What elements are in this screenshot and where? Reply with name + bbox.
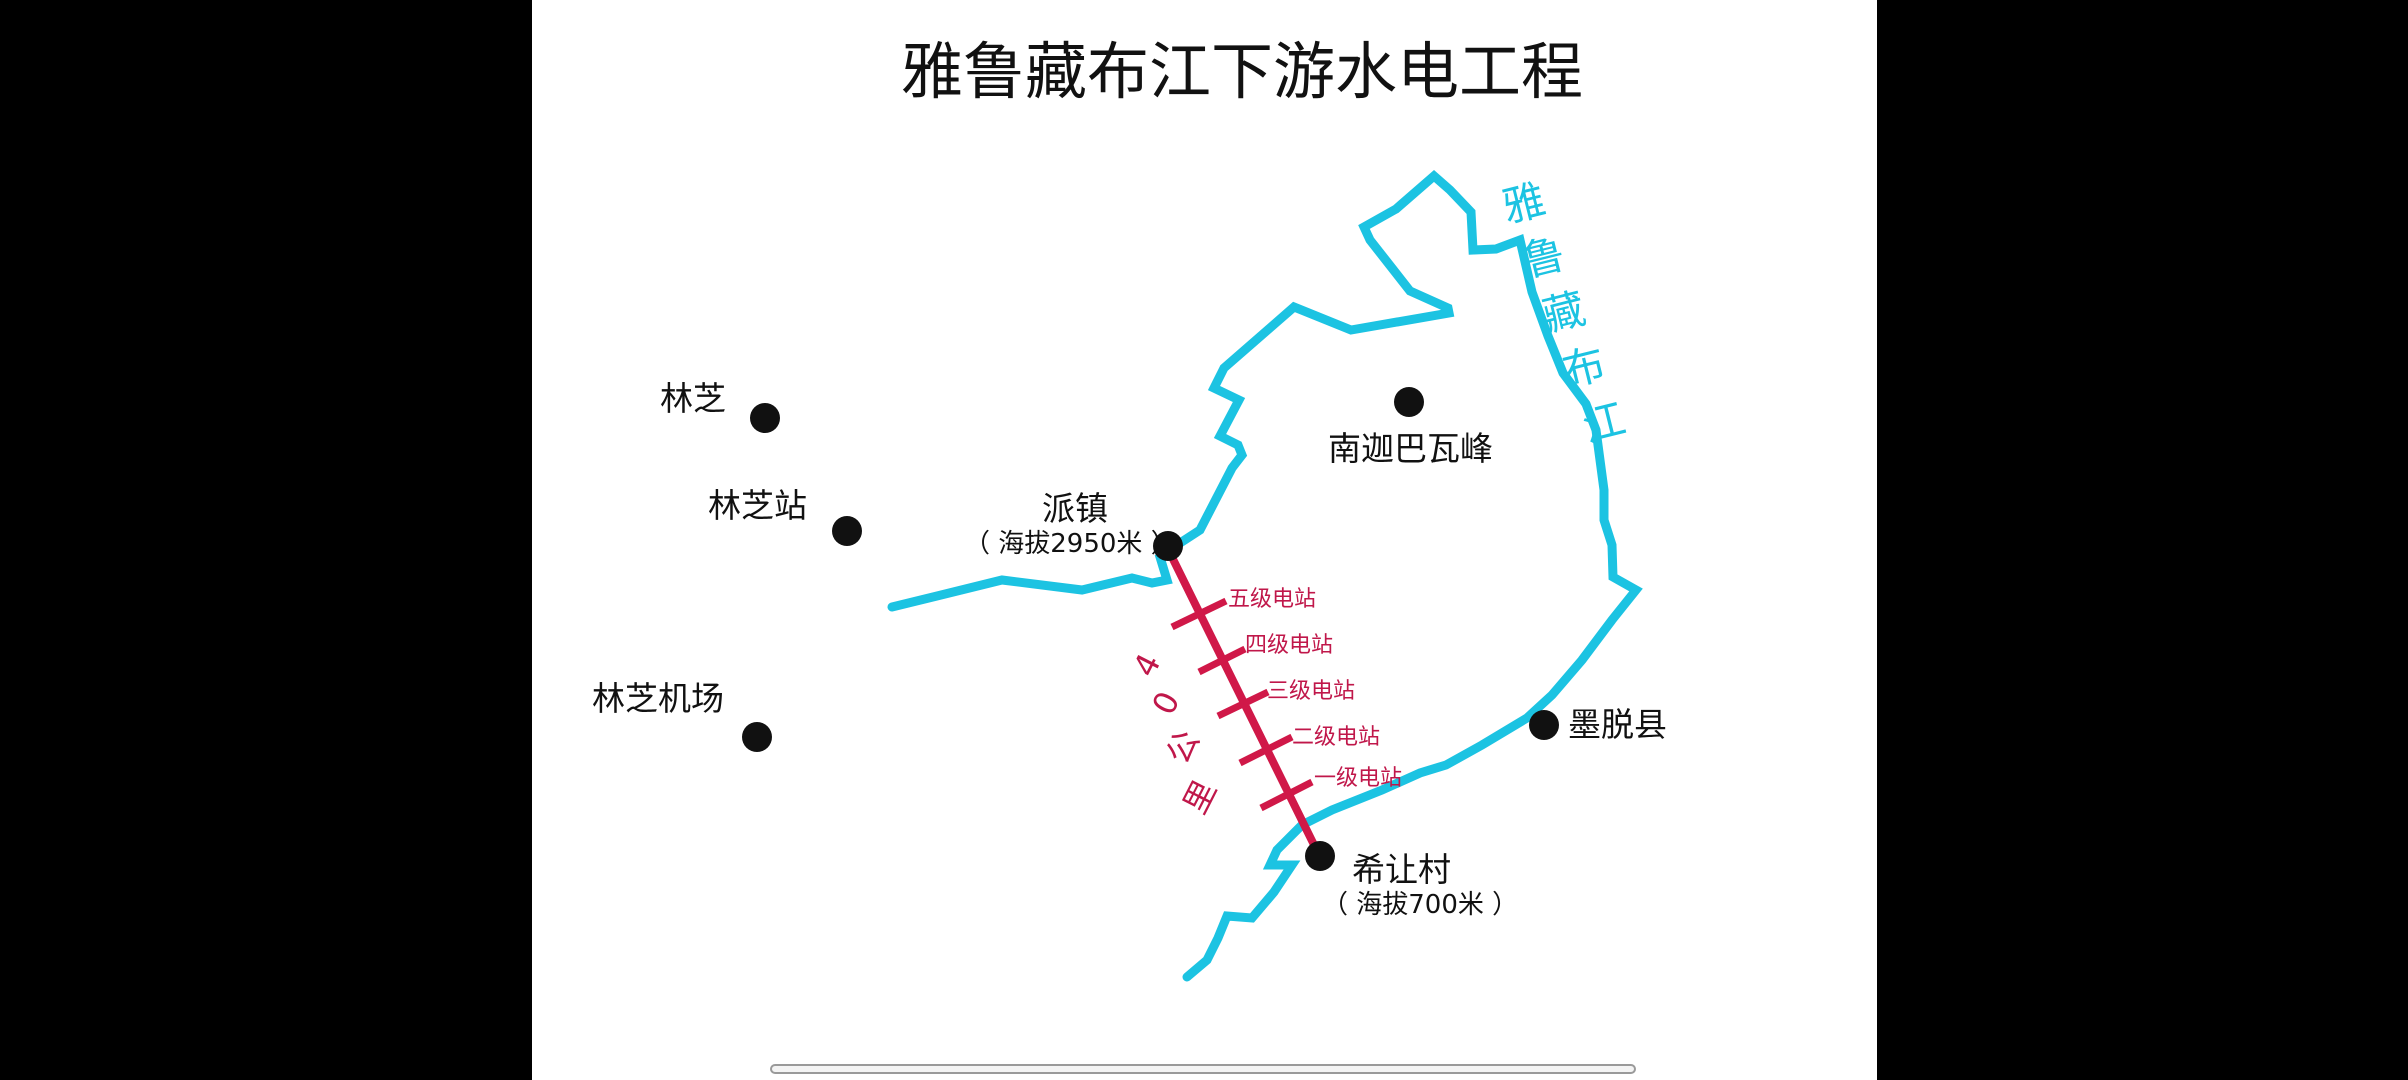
map-slide: 雅鲁藏布江下游水电工程 雅 鲁 藏 布 江 五级电站 四级电站 [532,0,1877,1080]
xirang-dot [1305,841,1335,871]
river-label-char: 江 [1578,394,1631,452]
station-label-1: 一级电站 [1314,766,1402,791]
station-label-5: 五级电站 [1228,587,1316,612]
linzhi-station-label: 林芝站 [708,486,807,525]
river-label-char: 雅 [1498,175,1551,233]
station-tick [1216,688,1270,720]
linzhi-label: 林芝 [660,379,726,418]
river-line [887,170,1643,982]
pai-town-label: 派镇 [1042,489,1108,528]
namcha-barwa-dot [1394,387,1424,417]
distance-label-char: 4 [1125,647,1168,682]
station-label-4: 四级电站 [1245,633,1333,658]
linzhi-airport-label: 林芝机场 [592,679,724,718]
river-label-char: 布 [1558,339,1611,397]
station-tick [1197,645,1247,676]
distance-label-char: 公 [1159,724,1207,770]
station-tick [1170,597,1228,631]
station-tick [1259,778,1314,812]
horizontal-scrollbar[interactable] [770,1064,1636,1074]
medog-dot [1529,710,1559,740]
linzhi-station-dot [832,516,862,546]
station-tick [1238,733,1294,767]
linzhi-airport-dot [742,722,772,752]
distance-label-char: 0 [1144,685,1187,720]
station-cascade: 五级电站 四级电站 三级电站 二级电站 一级电站 [1163,543,1402,861]
linzhi-dot [750,403,780,433]
distance-label: 4 0 公 里 [1125,647,1224,820]
station-label-2: 二级电站 [1292,725,1380,750]
pai-town-altitude: （ 海拔2950米 ） [964,529,1177,559]
hydropower-map: 雅鲁藏布江下游水电工程 雅 鲁 藏 布 江 五级电站 四级电站 [592,35,1667,982]
station-label-3: 三级电站 [1267,679,1355,704]
distance-label-char: 里 [1176,774,1224,820]
xirang-label: 希让村 [1352,850,1451,889]
river-label: 雅 鲁 藏 布 江 [1498,175,1631,452]
xirang-altitude: （ 海拔700米 ） [1322,890,1518,920]
pai-town-dot [1153,531,1183,561]
namcha-barwa-label: 南迦巴瓦峰 [1328,429,1493,468]
map-title: 雅鲁藏布江下游水电工程 [901,35,1583,108]
medog-label: 墨脱县 [1568,705,1667,744]
